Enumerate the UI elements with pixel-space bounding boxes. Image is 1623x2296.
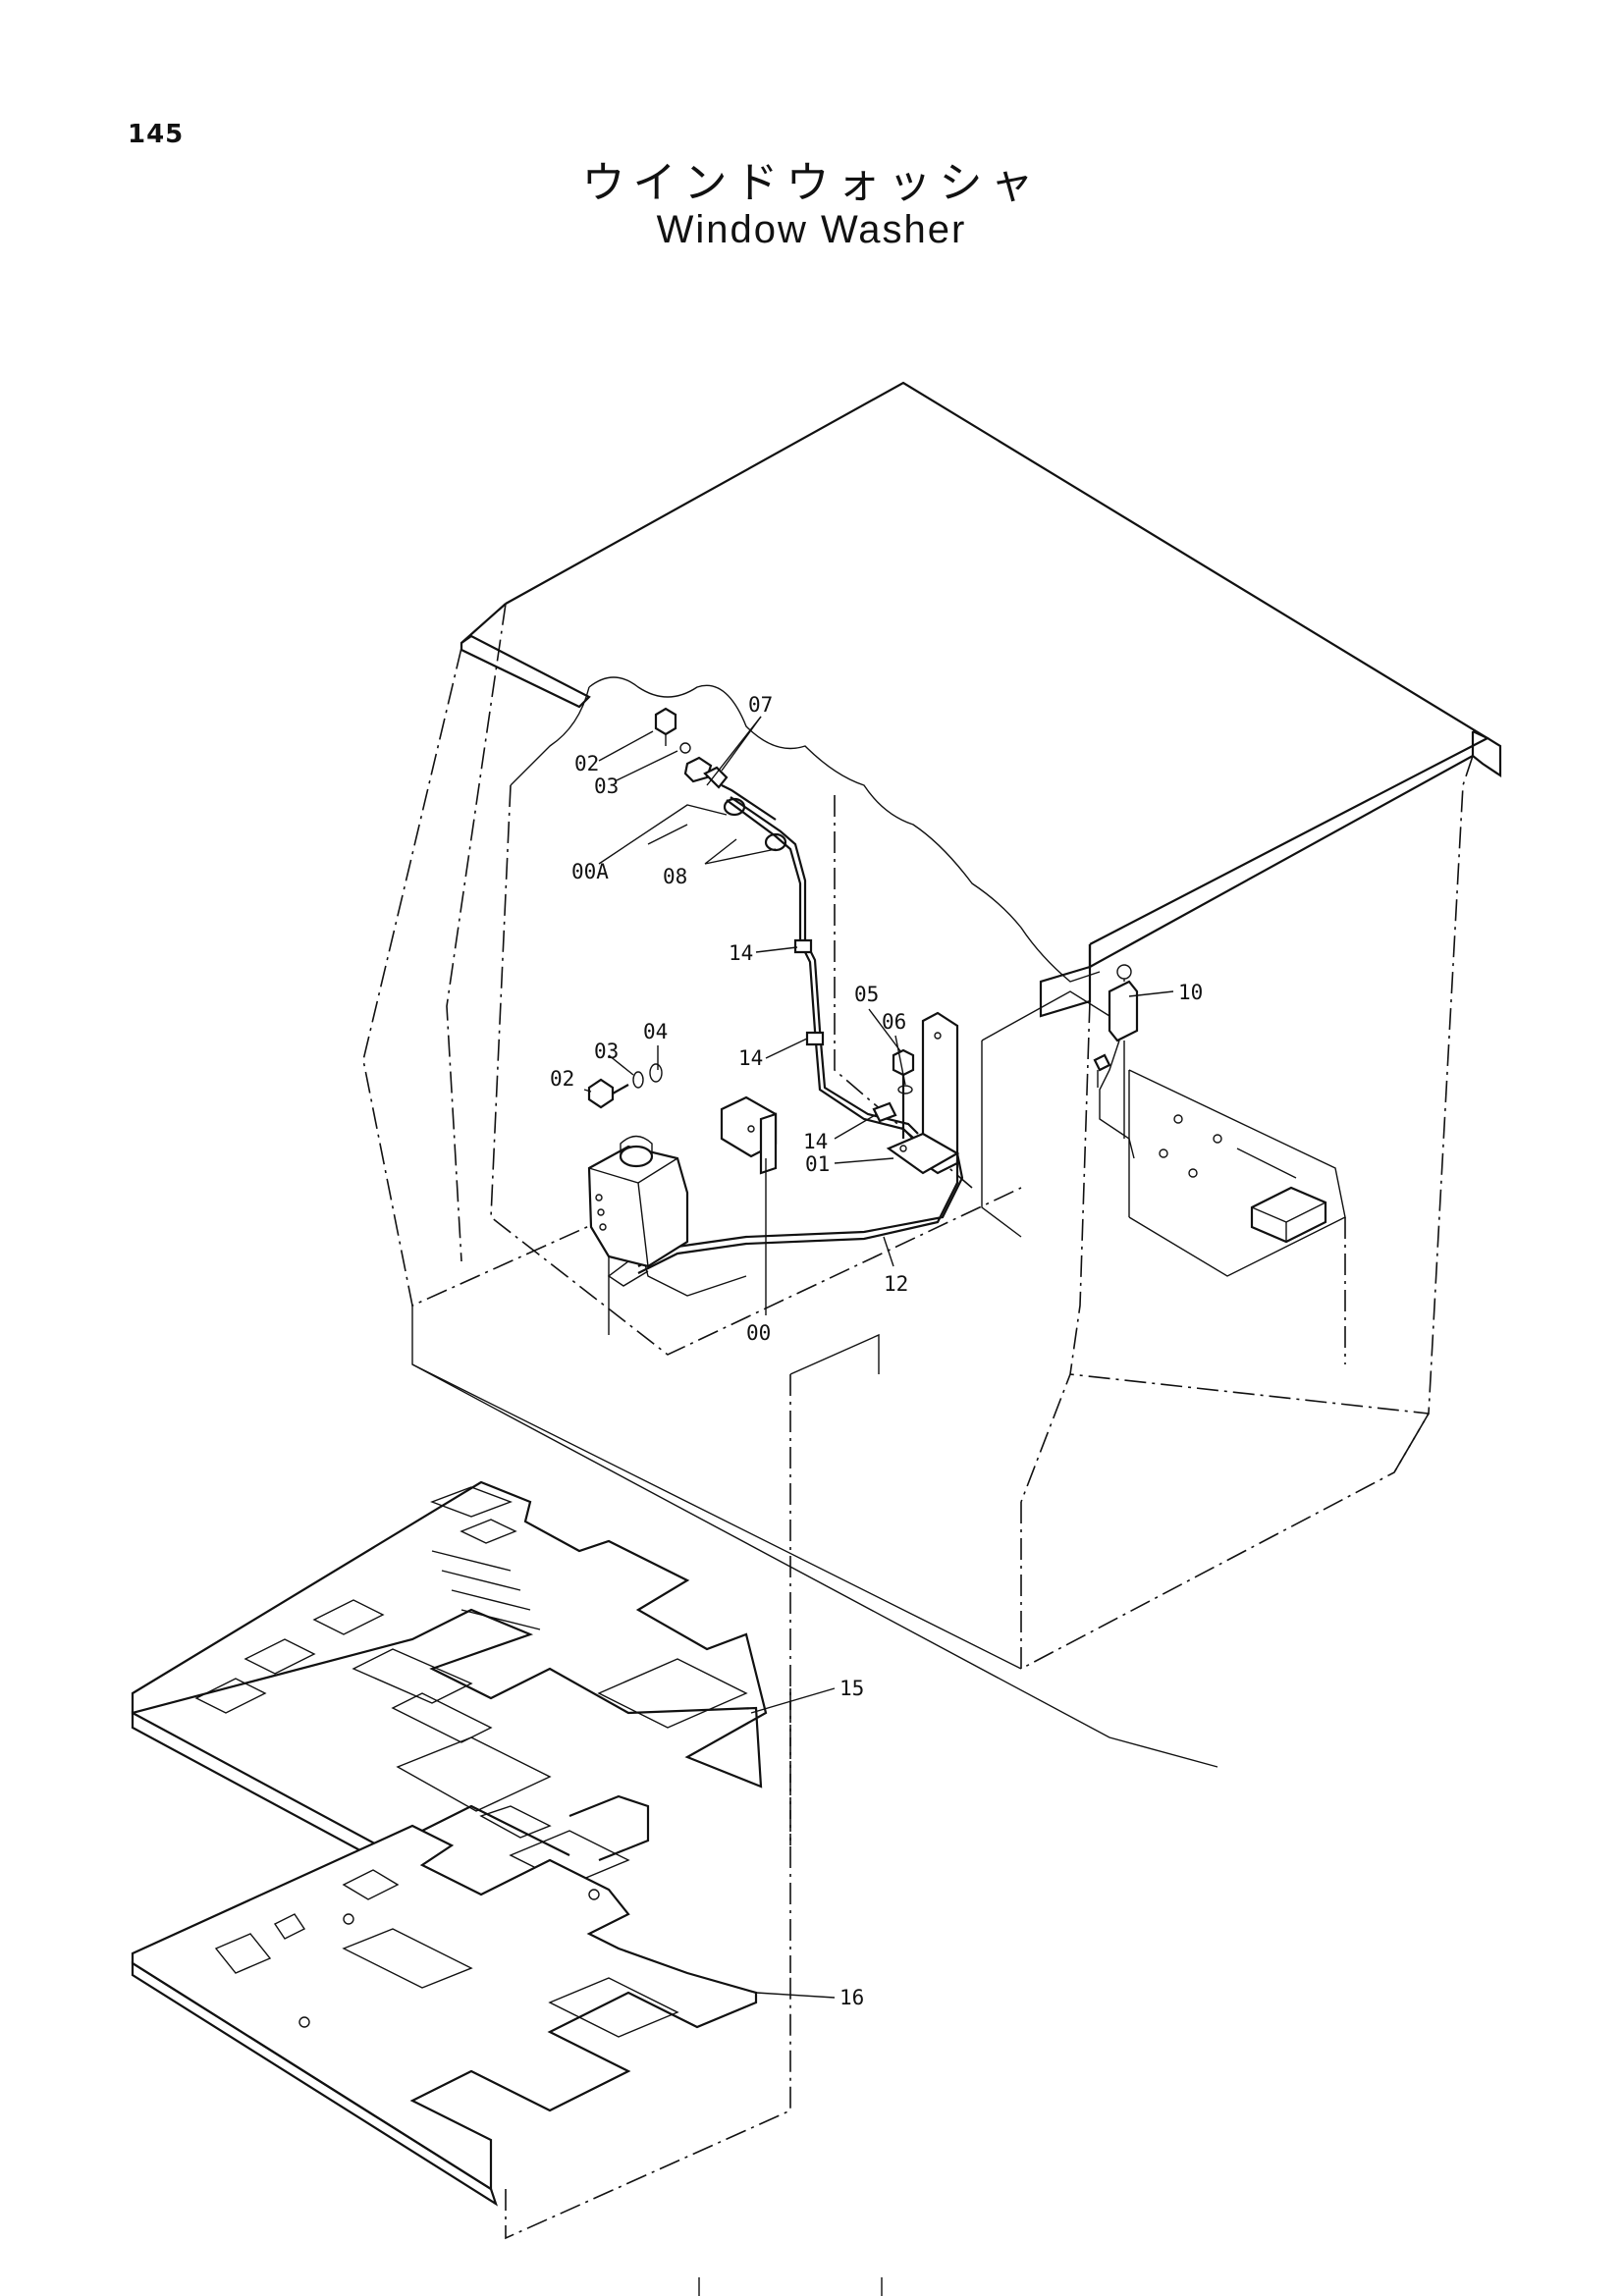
callout-01: 01 <box>805 1152 830 1176</box>
callout-07: 07 <box>748 693 773 717</box>
callout-labels: 07 02 03 00A 08 14 05 10 04 03 06 02 14 … <box>550 693 1203 2009</box>
callout-02-upper: 02 <box>574 752 599 775</box>
callout-04: 04 <box>643 1020 668 1043</box>
page-title-english: Window Washer <box>656 208 967 251</box>
washer-assembly <box>587 707 1139 1287</box>
callout-03-upper: 03 <box>594 774 619 798</box>
callout-leaders <box>583 716 1174 1999</box>
callout-10: 10 <box>1178 981 1203 1004</box>
callout-08: 08 <box>663 865 687 888</box>
callout-00: 00 <box>746 1321 771 1345</box>
callout-02-lower: 02 <box>550 1067 574 1091</box>
cab-outline <box>362 381 1502 2240</box>
callout-12: 12 <box>884 1272 908 1296</box>
scan-artifacts <box>698 2277 883 2296</box>
page-number: 145 <box>128 120 185 149</box>
floor-plate <box>131 1824 758 2207</box>
callout-15: 15 <box>839 1677 864 1700</box>
callout-14-lower: 14 <box>803 1130 828 1153</box>
callout-06: 06 <box>882 1010 906 1034</box>
callout-03-lower: 03 <box>594 1040 619 1063</box>
callout-00a: 00A <box>571 860 609 883</box>
callout-05: 05 <box>854 983 879 1006</box>
callout-14-middle: 14 <box>738 1046 763 1070</box>
callout-16: 16 <box>839 1986 864 2009</box>
page-title-japanese: ウインドウォッシャ <box>581 158 1042 208</box>
callout-14-upper: 14 <box>729 941 753 965</box>
